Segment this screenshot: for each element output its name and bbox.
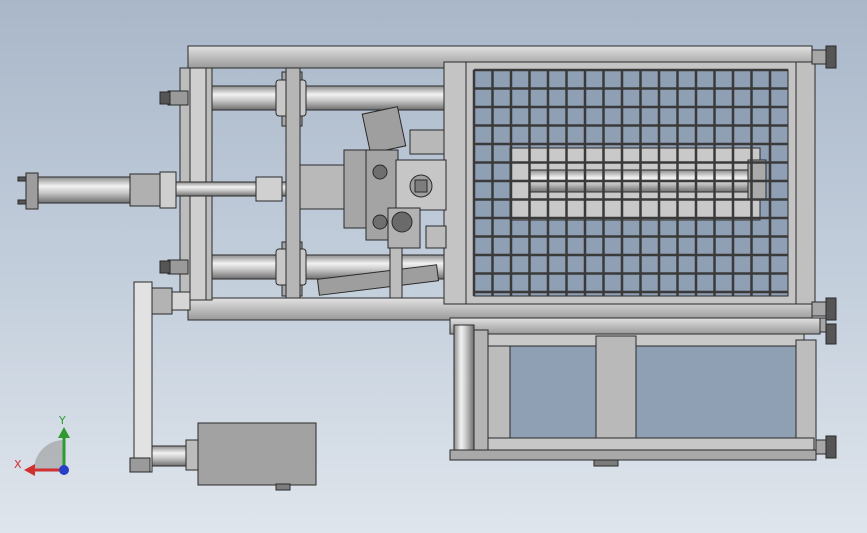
base-frame — [449, 317, 821, 467]
moving-plate — [285, 67, 301, 299]
x-axis-label: X — [14, 458, 22, 471]
drive-lever — [129, 281, 199, 473]
motor-housing — [197, 422, 317, 491]
coordinate-triad-icon: Y X — [14, 414, 70, 476]
guide-rod-lower — [159, 241, 493, 297]
pneumatic-cylinder — [17, 171, 287, 210]
safety-mesh-guard — [465, 61, 797, 305]
clamp-mechanism — [299, 106, 447, 299]
y-axis-label: Y — [58, 414, 66, 427]
